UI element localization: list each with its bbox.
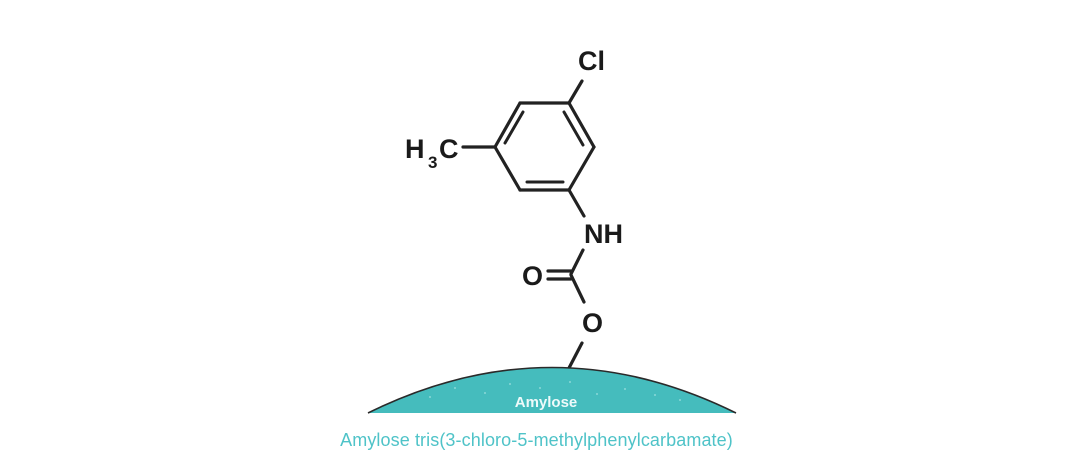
o-amylose-bond (567, 341, 584, 370)
benzene-ring (493, 101, 596, 192)
svg-text:C: C (439, 134, 459, 164)
amine-group: NH (584, 219, 623, 249)
svg-text:H: H (405, 134, 425, 164)
c-cl-bond (567, 79, 584, 105)
carbonyl-oxygen-atom: O (522, 261, 543, 291)
amylose-label: Amylose (515, 394, 578, 411)
c-o-bond (569, 273, 586, 304)
c-n-bond (567, 188, 586, 218)
amylose-support: Amylose (367, 366, 737, 414)
diagram-caption: Amylose tris(3-chloro-5-methylphenylcarb… (340, 430, 733, 450)
chlorine-atom: Cl (578, 46, 605, 76)
methyl-group: H 3 C (405, 134, 459, 172)
n-c-bond (569, 248, 585, 276)
svg-text:3: 3 (428, 153, 437, 172)
ester-oxygen-atom: O (582, 308, 603, 338)
